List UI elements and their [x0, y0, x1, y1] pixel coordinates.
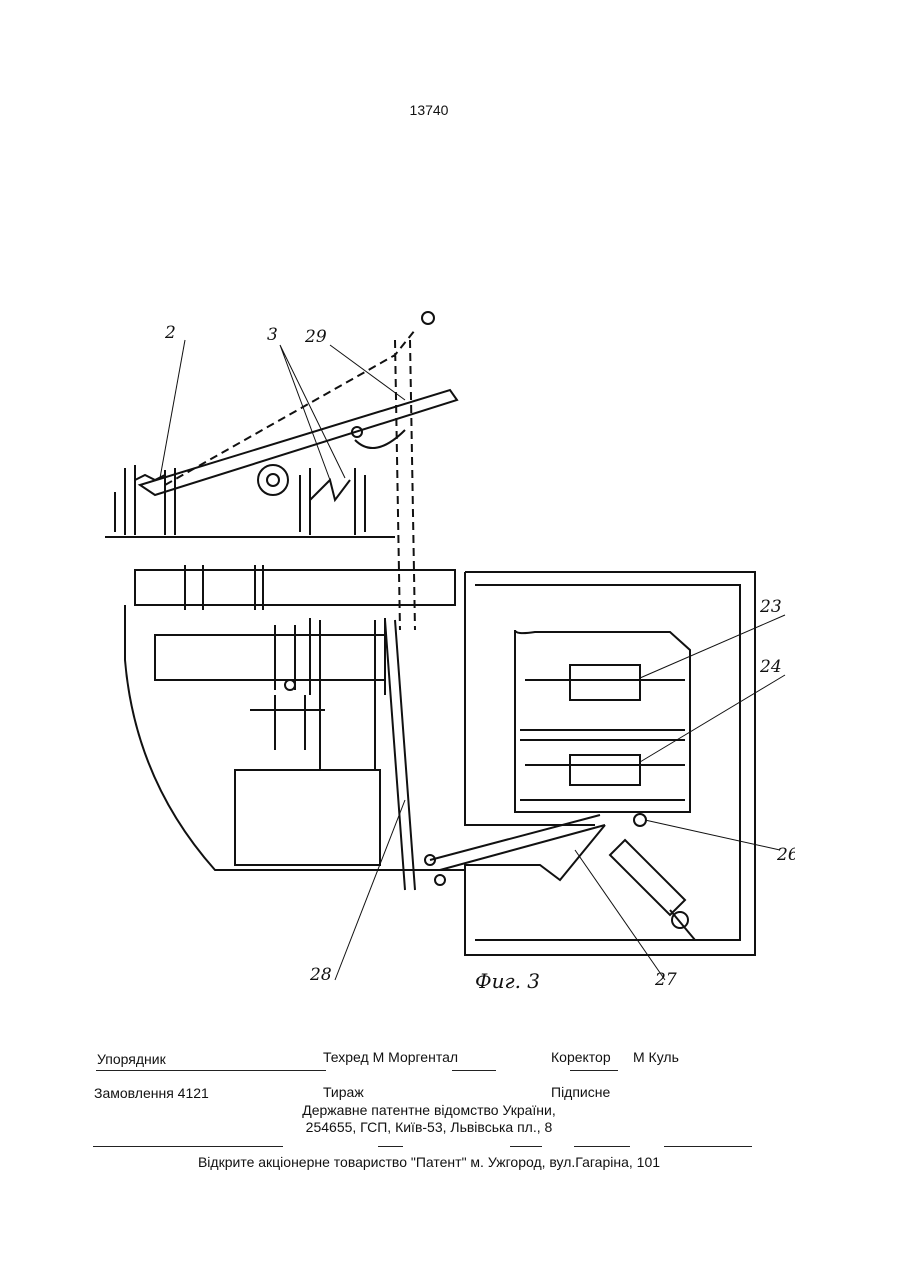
- publisher-line: Відкрите акціонерне товариство "Патент" …: [0, 1154, 858, 1170]
- office-line-1: Державне патентне відомство України,: [0, 1102, 858, 1118]
- middle-roller-group: [300, 468, 365, 535]
- label-24: 24: [759, 657, 782, 677]
- clamp-23: [525, 665, 685, 700]
- label-3: 3: [267, 325, 278, 345]
- signature-line: [96, 1070, 326, 1071]
- divider-line: [378, 1146, 403, 1147]
- label-26: 26: [776, 845, 795, 865]
- page-number: 13740: [0, 102, 858, 118]
- leader-27: [575, 850, 665, 980]
- technical-drawing: 2 3 29 23 24 26 27 28 Фиг. 3: [95, 300, 795, 1000]
- base-block: [235, 770, 380, 865]
- small-gear: [250, 695, 325, 750]
- label-27: 27: [654, 970, 677, 990]
- figure-caption: Фиг. 3: [475, 969, 540, 993]
- lever-arm: [140, 390, 457, 495]
- compiler-label: Упорядник: [97, 1051, 166, 1067]
- clamp-24: [525, 755, 685, 785]
- divider-line: [574, 1146, 630, 1147]
- shaft: [135, 565, 455, 610]
- tech-editor: Техред М Моргентал: [323, 1049, 458, 1065]
- leader-24: [640, 675, 785, 762]
- corrector-label: Коректор: [551, 1049, 611, 1065]
- link-rod: [430, 815, 605, 870]
- divider-line: [510, 1146, 542, 1147]
- divider-line: [93, 1146, 283, 1147]
- cylinder: [610, 840, 695, 940]
- divider-line: [664, 1146, 752, 1147]
- circulation: Тираж: [323, 1084, 364, 1100]
- leader-26: [645, 820, 780, 850]
- signature-line: [452, 1070, 496, 1071]
- leader-2: [160, 340, 185, 478]
- order-number: Замовлення 4121: [94, 1085, 209, 1101]
- left-roller-group: [115, 465, 175, 535]
- label-2: 2: [164, 323, 176, 343]
- label-28: 28: [309, 965, 332, 985]
- right-frame: [465, 572, 755, 955]
- signature-line: [570, 1070, 618, 1071]
- office-line-2: 254655, ГСП, Київ-53, Львівська пл., 8: [0, 1119, 858, 1135]
- center-wheel: [258, 465, 288, 495]
- drive-gears: [155, 618, 385, 695]
- label-23: 23: [759, 597, 782, 617]
- subscription: Підписне: [551, 1084, 610, 1100]
- leader-3: [280, 345, 345, 480]
- corrector-name: М Куль: [633, 1049, 679, 1065]
- leader-29: [330, 345, 405, 400]
- belt: [320, 620, 415, 890]
- leader-28: [335, 800, 405, 980]
- label-29: 29: [304, 327, 327, 347]
